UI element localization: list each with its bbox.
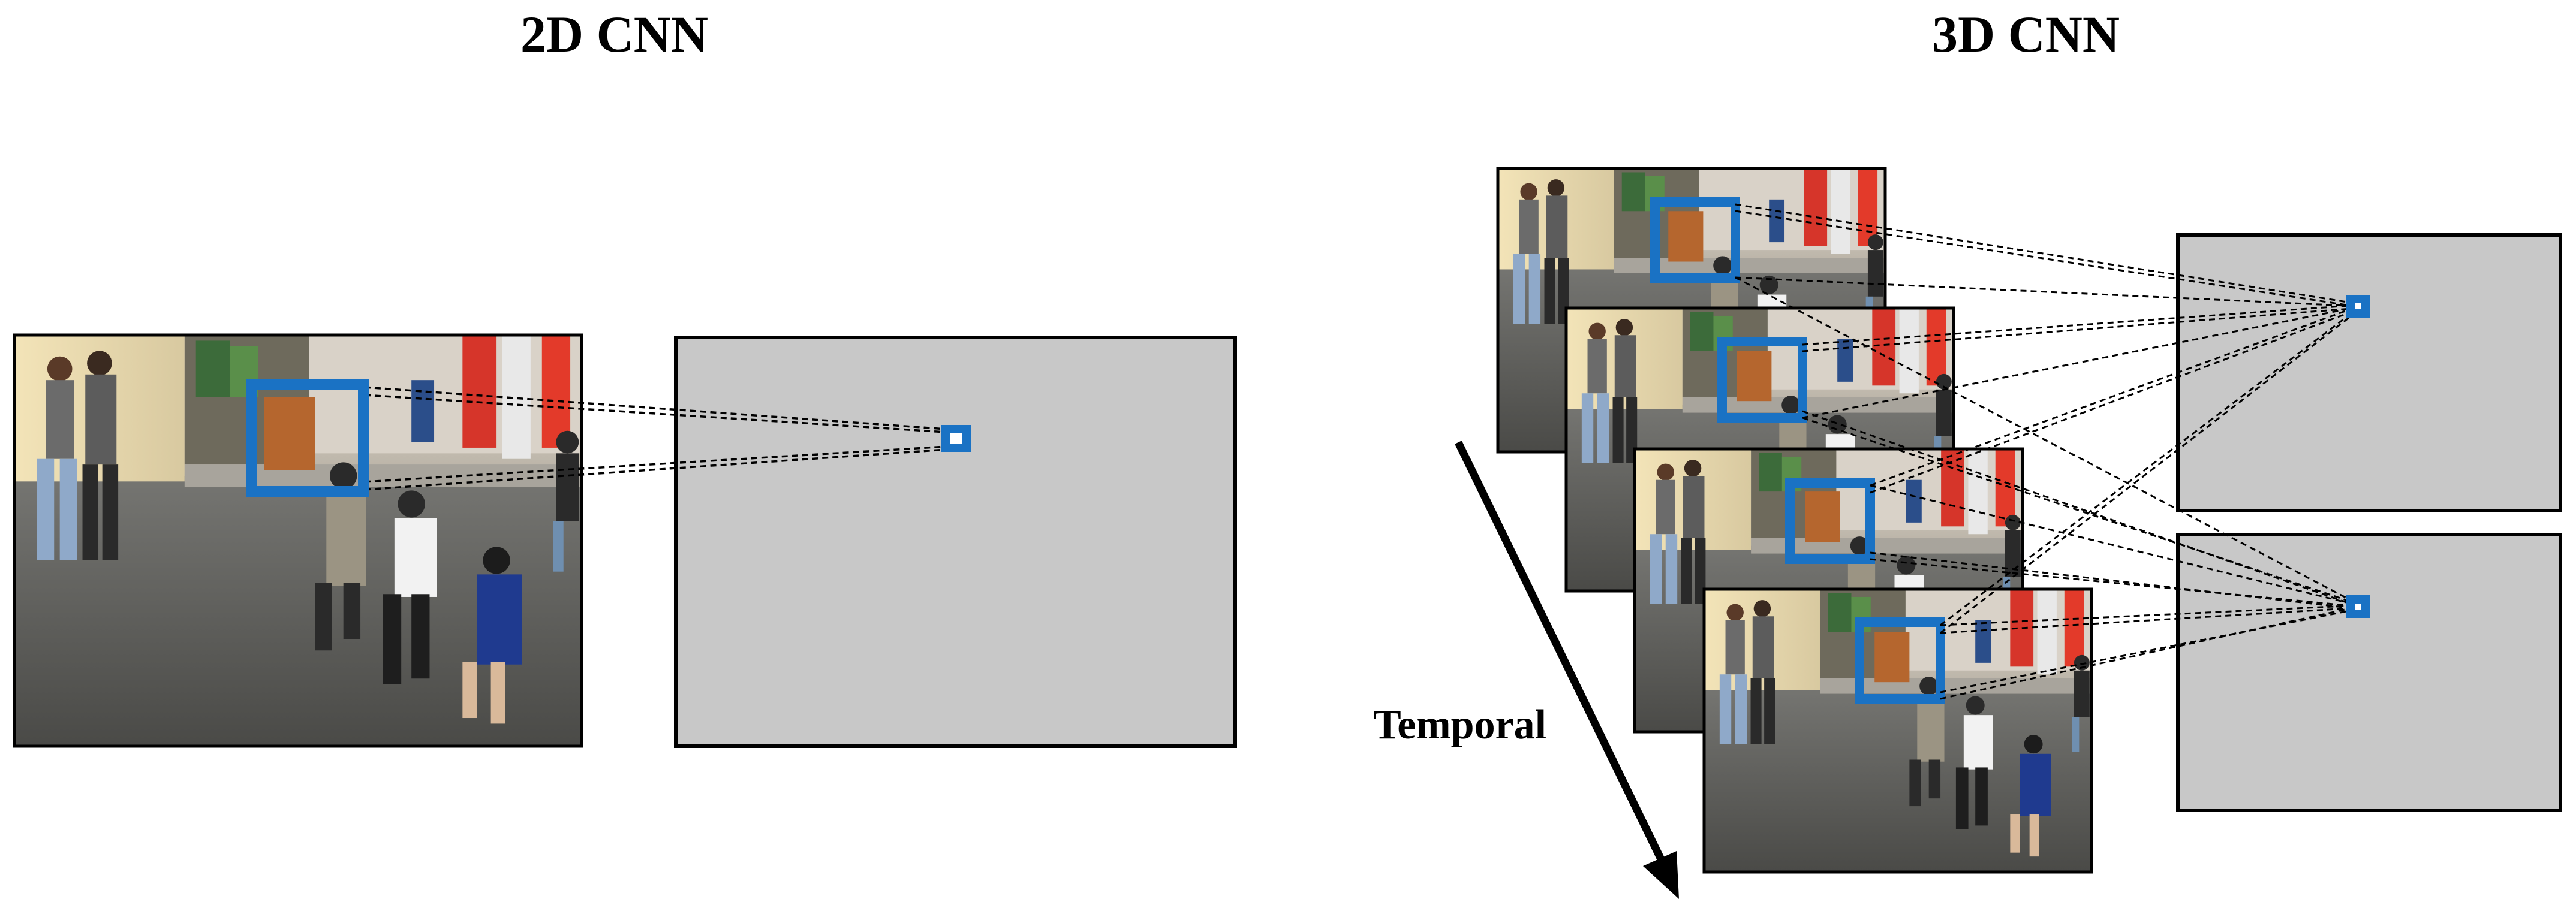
input-frame-2d: [13, 333, 583, 748]
kernel-window-frame-4: [1855, 617, 1945, 704]
feature-map-3d-1: [2176, 233, 2562, 512]
title-2d-cnn: 2D CNN: [520, 5, 708, 63]
kernel-window-frame-3: [1785, 478, 1875, 564]
output-neuron-2d: [941, 425, 971, 452]
kernel-window-2d: [246, 379, 369, 497]
temporal-frame-4: [1702, 587, 2093, 874]
kernel-window-frame-1: [1650, 197, 1740, 283]
feature-map-2d: [674, 336, 1237, 748]
title-3d-cnn: 3D CNN: [1932, 5, 2120, 63]
temporal-arrow: [1455, 441, 1679, 899]
output-neuron-3d-2: [2346, 595, 2370, 618]
input-frame-2d-border: [13, 333, 583, 748]
kernel-window-frame-2: [1717, 337, 1807, 423]
connection-lines-2d: [364, 386, 947, 491]
feature-map-3d-2: [2176, 533, 2562, 812]
output-neuron-3d-1: [2346, 295, 2370, 318]
temporal-label: Temporal: [1373, 702, 1547, 748]
connection-lines-3d: [1735, 203, 2359, 700]
